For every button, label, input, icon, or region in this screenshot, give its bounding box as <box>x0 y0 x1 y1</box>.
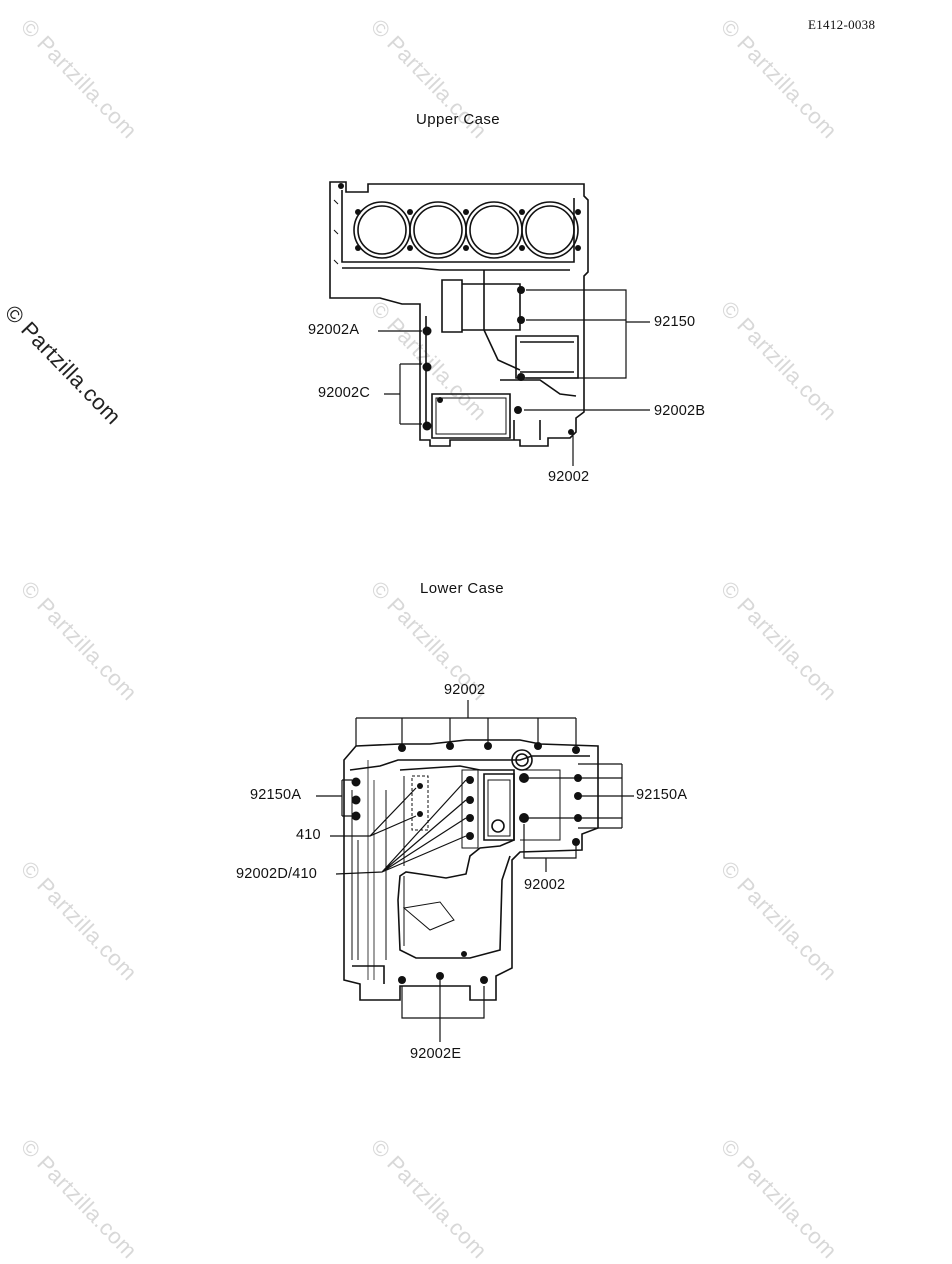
label-92150: 92150 <box>654 314 696 330</box>
lower-case-drawing <box>316 700 634 1042</box>
label-92002B: 92002B <box>654 403 706 419</box>
label-92002A: 92002A <box>308 322 360 338</box>
upper-case-title: Upper Case <box>416 111 501 128</box>
parts-diagram: © Partzilla.com © Partzilla.com © Partzi… <box>0 14 876 1263</box>
label-top-92002: 92002 <box>444 682 486 698</box>
label-mid-92002: 92002 <box>524 877 566 893</box>
label-410: 410 <box>296 827 321 843</box>
label-92002D-410: 92002D/410 <box>236 866 318 882</box>
diagram-code: E1412-0038 <box>808 17 876 32</box>
upper-case-drawing <box>329 181 650 466</box>
label-92002: 92002 <box>548 469 590 485</box>
label-left-92150A: 92150A <box>250 787 302 803</box>
label-92002E: 92002E <box>410 1046 462 1062</box>
lower-case-title: Lower Case <box>420 580 505 597</box>
label-92002C: 92002C <box>318 385 370 401</box>
label-right-92150A: 92150A <box>636 787 688 803</box>
